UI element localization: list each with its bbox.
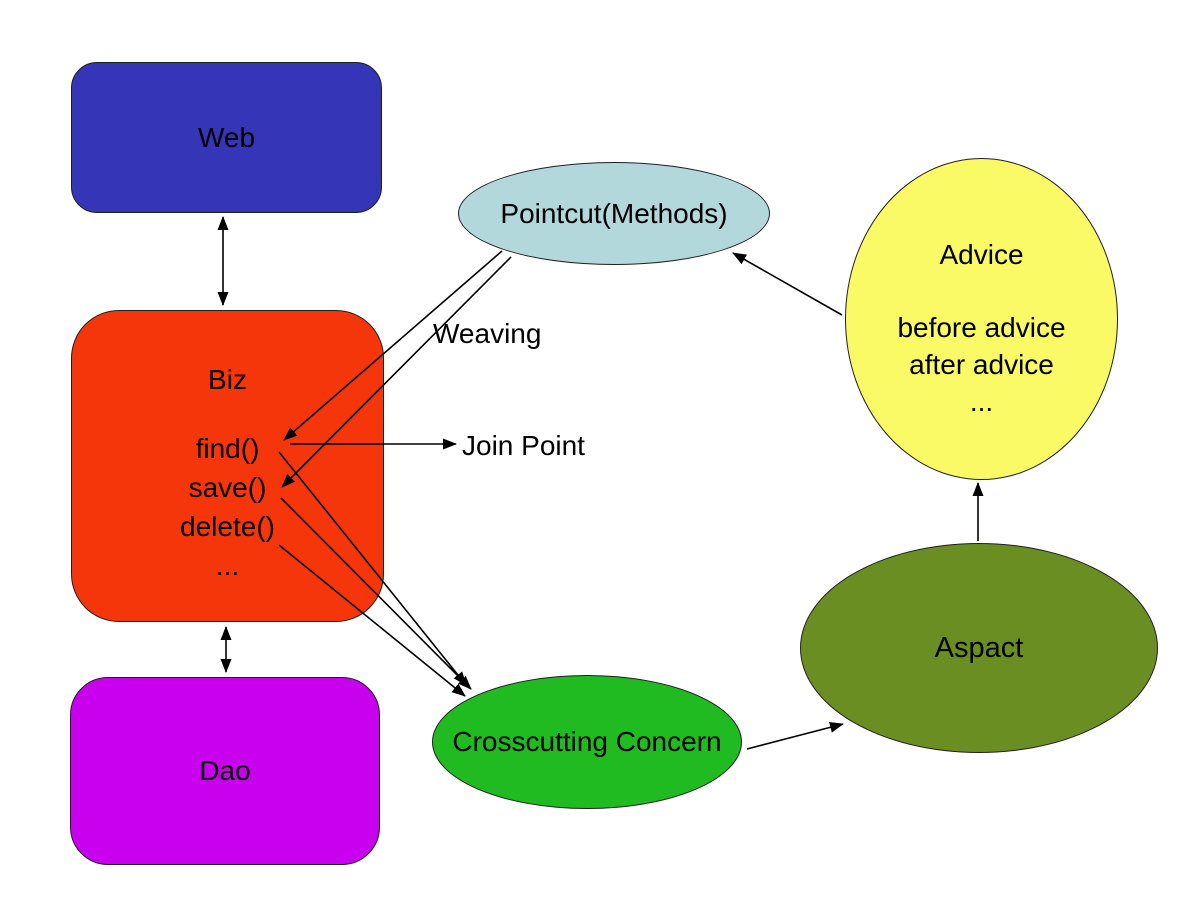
node-pointcut-label: Pointcut(Methods) xyxy=(500,197,728,229)
node-advice: Advice before advice after advice ... xyxy=(845,158,1118,480)
node-biz-title: Biz xyxy=(208,364,247,395)
node-web-label: Web xyxy=(197,121,256,153)
advice-line-after: after advice xyxy=(909,349,1054,380)
advice-line-ellipsis: ... xyxy=(969,386,994,417)
node-dao: Dao xyxy=(70,677,380,865)
node-advice-title: Advice xyxy=(939,239,1024,270)
arrow-advice-to-pointcut xyxy=(732,252,843,316)
node-crosscutting-concern: Crosscutting Concern xyxy=(432,675,742,809)
node-biz-method-list: find() save() delete() ... xyxy=(72,429,383,585)
node-biz: Biz find() save() delete() ... xyxy=(71,310,384,622)
advice-line-before: before advice xyxy=(897,312,1066,343)
biz-method-ellipsis: ... xyxy=(215,550,240,581)
biz-method-delete: delete() xyxy=(180,511,275,542)
node-advice-line-list: before advice after advice ... xyxy=(846,309,1117,420)
node-crosscutting-concern-label: Crosscutting Concern xyxy=(452,726,722,758)
node-aspect-label: Aspact xyxy=(934,631,1024,664)
weaving-label: Weaving xyxy=(433,318,542,349)
biz-method-find: find() xyxy=(195,433,260,464)
node-aspect: Aspact xyxy=(800,543,1158,753)
join-point-label: Join Point xyxy=(462,430,585,461)
arrow-crosscutting-to-aspect xyxy=(746,721,844,750)
biz-method-save: save() xyxy=(188,472,267,503)
node-pointcut: Pointcut(Methods) xyxy=(458,162,770,265)
node-dao-label: Dao xyxy=(199,755,251,787)
node-web: Web xyxy=(71,62,382,213)
